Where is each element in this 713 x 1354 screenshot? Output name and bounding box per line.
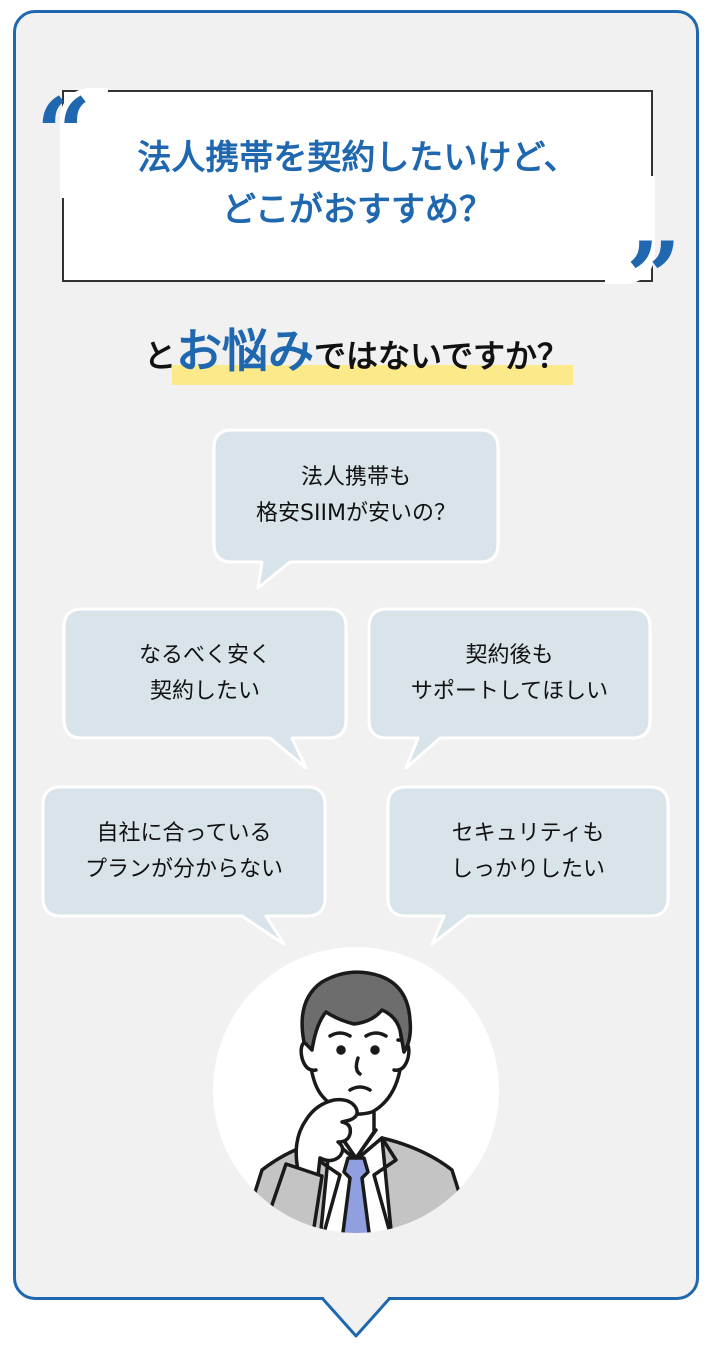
bubble-3-text: 契約後も サポートしてほしい	[369, 638, 650, 710]
tagline: とお悩みではないですか？	[0, 318, 713, 389]
bubble-1-text: 法人携帯も 格安SIIMが安いの？	[214, 460, 498, 532]
bubble-5-text: セキュリティも しっかりしたい	[388, 816, 668, 888]
tagline-prefix: と	[143, 337, 176, 375]
bubble-shape-4	[41, 785, 327, 946]
tagline-emphasis: お悩み	[175, 324, 314, 378]
bubble-2-line-2: 契約したい	[149, 679, 260, 704]
bubble-4-line-1: 自社に合っている	[96, 821, 272, 846]
bubble-shape-2	[62, 607, 348, 770]
bubble-3-line-1: 契約後も	[465, 643, 554, 668]
bubble-4-text: 自社に合っている プランが分からない	[43, 816, 325, 888]
quote-box-corner-mask	[60, 88, 108, 198]
bubble-2-text: なるべく安く 契約したい	[64, 638, 346, 710]
tagline-suffix: ではないですか？	[313, 337, 570, 375]
quote-heading: 法人携帯を契約したいけど、 どこがおすすめ？	[62, 132, 653, 236]
bubble-4-line-2: プランが分からない	[84, 857, 283, 882]
bubble-1-line-2: 格安SIIMが安いの？	[256, 501, 456, 526]
bubble-2-line-1: なるべく安く	[138, 643, 271, 668]
bubble-shape-5	[386, 785, 670, 946]
quote-line-1: 法人携帯を契約したいけど、	[137, 138, 578, 178]
bubble-shape-1	[212, 428, 500, 590]
bubble-shape-3	[367, 607, 652, 770]
bubble-3-line-2: サポートしてほしい	[410, 679, 609, 704]
bubble-5-line-2: しっかりしたい	[450, 857, 605, 882]
open-quote-icon: “	[36, 77, 92, 190]
bubble-1-line-1: 法人携帯も	[300, 465, 411, 490]
bubble-5-line-1: セキュリティも	[451, 821, 605, 846]
quote-box-corner-mask-2	[605, 176, 655, 284]
close-quote-icon: ”	[626, 221, 682, 334]
quote-line-2: どこがおすすめ？	[222, 190, 493, 230]
